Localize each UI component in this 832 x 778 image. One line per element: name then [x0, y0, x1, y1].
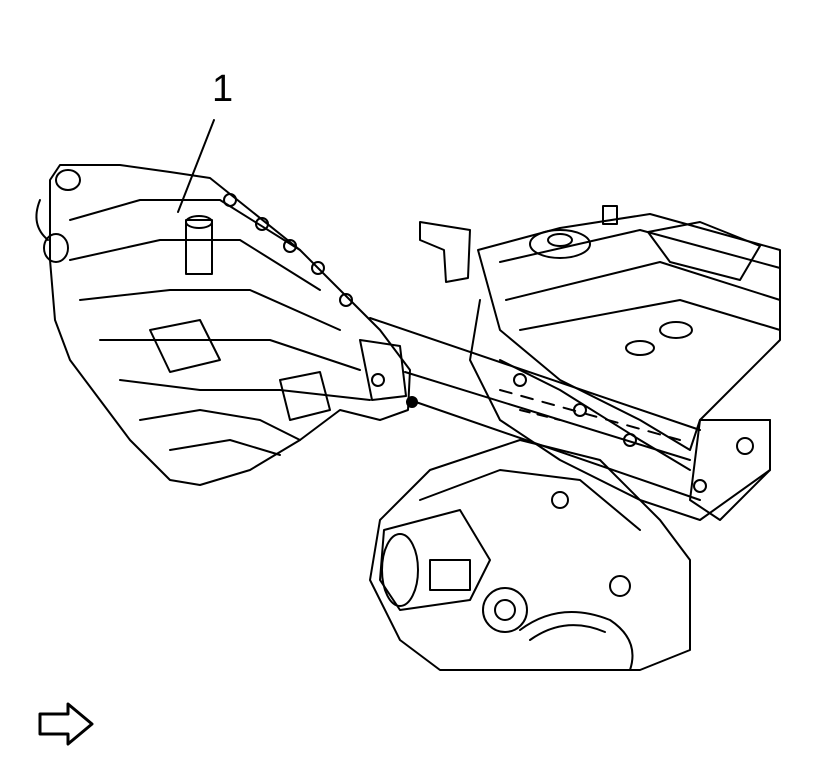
callout-label-1: 1	[212, 68, 234, 110]
alignment-lines	[369, 317, 701, 501]
right-arrow-icon	[38, 702, 94, 746]
engine-block	[419, 205, 781, 521]
intake-manifold	[35, 164, 418, 486]
transmission-housing	[369, 439, 691, 671]
callout-leader-line	[177, 119, 215, 213]
